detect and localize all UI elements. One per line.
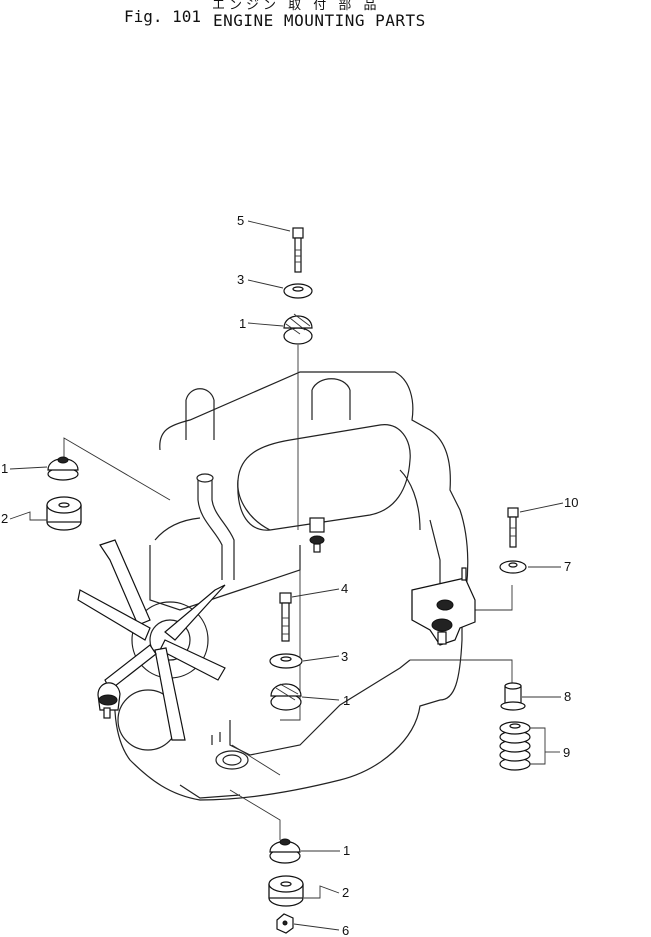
right-bracket [411,567,476,646]
callout-5-top: 5 [237,213,244,228]
washer-part-7 [499,560,527,574]
callout-6: 6 [342,923,349,937]
callout-9: 9 [563,745,570,760]
figure-title: ENGINE MOUNTING PARTS [213,11,426,30]
rubber-pad-part-2-bottom [268,875,304,907]
bolt-part-4 [279,592,292,642]
callout-4: 4 [341,581,348,596]
mount-on-engine-front [97,682,121,719]
callout-numbers: 5 3 1 1 2 10 7 4 3 1 8 9 1 2 6 [1,213,578,937]
callout-3-middle: 3 [341,649,348,664]
japanese-title: エンジン 取 付 部 品 [212,0,381,13]
rubber-mount-part-1-left [47,456,79,481]
callout-10: 10 [564,495,578,510]
figure-header: エンジン 取 付 部 品 Fig. 101 ENGINE MOUNTING PA… [0,0,651,40]
washer-part-3-middle [269,653,303,669]
washer-stack-part-9 [499,721,546,771]
callout-2-left: 2 [1,511,8,526]
callout-1-middle: 1 [343,693,350,708]
figure-number: Fig. 101 [124,7,202,26]
callout-3-top: 3 [237,272,244,287]
collar-part-8 [500,682,526,711]
rubber-mount-part-1-bottom [269,838,301,864]
bolt-part-10 [507,507,519,548]
rubber-mount-part-1-middle [270,683,302,711]
callout-1-top: 1 [239,316,246,331]
nut-part-6 [276,913,294,934]
engine-body [77,371,469,801]
callout-8: 8 [564,689,571,704]
callout-7: 7 [564,559,571,574]
callout-1-bottom: 1 [343,843,350,858]
rubber-pad-part-2-left [46,496,82,531]
callout-1-left: 1 [1,461,8,476]
callout-2-bottom: 2 [342,885,349,900]
mount-on-engine-top [309,517,325,553]
rubber-mount-part-1-top [283,313,313,345]
leader-lines [9,220,564,931]
washer-part-3-top [283,283,313,299]
bolt-part-5-top [292,227,304,273]
